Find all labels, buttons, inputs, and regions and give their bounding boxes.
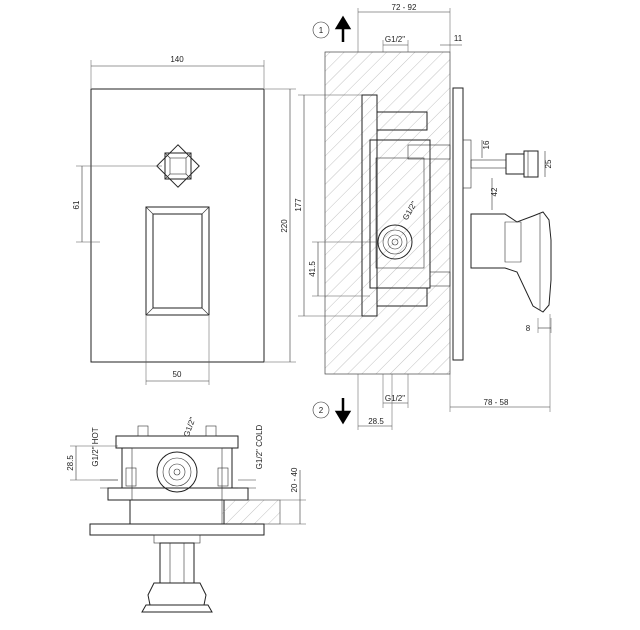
mixer-handle-side bbox=[470, 211, 552, 313]
wall-depth-label: 72 - 92 bbox=[392, 3, 417, 12]
valve-body bbox=[361, 94, 451, 317]
front-plate bbox=[90, 88, 265, 363]
cold-inlet-label: G1/2" COLD bbox=[255, 424, 264, 469]
plan-inlet-fitting bbox=[156, 451, 198, 493]
height-dimension-label: 220 bbox=[280, 219, 289, 233]
body-height-label: 177 bbox=[294, 198, 303, 212]
handle-clearance-label: 42 bbox=[490, 187, 499, 196]
plan-left-offset-label: 28.5 bbox=[66, 455, 75, 471]
knob-offset-label: 61 bbox=[72, 200, 81, 209]
plan-cover-plate bbox=[89, 523, 265, 536]
bottom-thread-label: G1/2" bbox=[385, 394, 405, 403]
mixer-handle bbox=[145, 206, 210, 316]
wall-section bbox=[324, 51, 451, 375]
direction-down-number: 2 bbox=[319, 406, 324, 415]
direction-up-circle bbox=[312, 21, 330, 39]
width-dimension-label: 140 bbox=[170, 55, 184, 64]
cover-plate bbox=[452, 87, 464, 361]
plan-mixer-handle bbox=[141, 534, 213, 613]
plate-thickness-label: 11 bbox=[454, 34, 463, 43]
plan-view: 28.5 G1/2" HOT G1/2" G1/2" COLD bbox=[66, 416, 306, 613]
plan-top-thread-label: G1/2" bbox=[182, 416, 197, 438]
plan-wall-section bbox=[221, 499, 281, 525]
diverter-stem bbox=[470, 150, 539, 178]
arrow-up-icon bbox=[334, 15, 352, 42]
bottom-offset-label: 28.5 bbox=[368, 417, 384, 426]
handle-projection-label: 78 - 58 bbox=[484, 398, 509, 407]
top-thread-label: G1/2" bbox=[385, 35, 405, 44]
handle-width-label: 50 bbox=[173, 370, 182, 379]
stem-label: 25 bbox=[544, 159, 553, 168]
direction-down-circle bbox=[312, 401, 330, 419]
inlet-height-label: 41.5 bbox=[308, 261, 317, 277]
handle-thickness-label: 8 bbox=[526, 324, 531, 333]
diameter-label: 16 bbox=[482, 140, 491, 149]
side-view: 72 - 92 G1/2" 11 1 2 177 bbox=[294, 3, 553, 430]
plan-wall-range-label: 20 - 40 bbox=[290, 467, 299, 492]
hot-inlet-label: G1/2" HOT bbox=[91, 427, 100, 466]
front-view: 140 220 61 bbox=[72, 55, 296, 385]
direction-up-number: 1 bbox=[319, 26, 324, 35]
arrow-down-icon bbox=[334, 398, 352, 425]
diverter-knob bbox=[156, 144, 200, 188]
